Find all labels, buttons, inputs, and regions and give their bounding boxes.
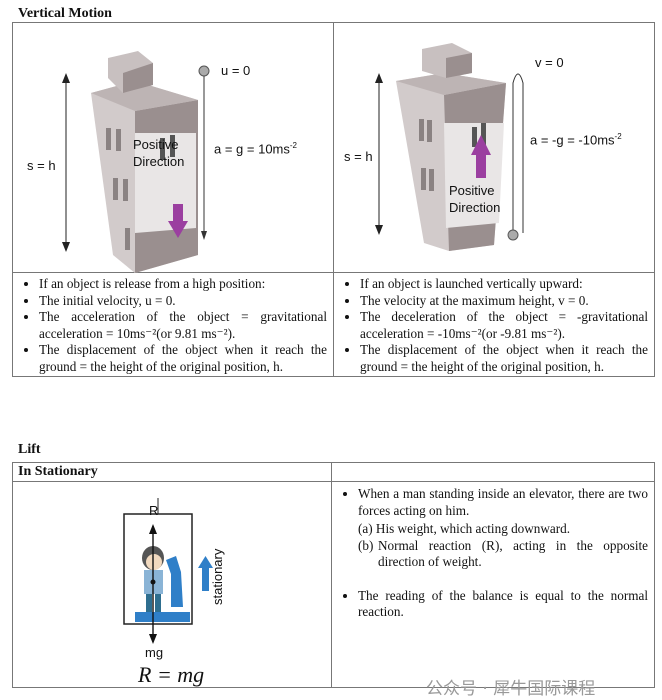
- list-item: The acceleration of the object = gravita…: [39, 309, 327, 342]
- acceleration-label: a = g = 10ms-2: [214, 141, 298, 157]
- list-item: The reading of the balance is equal to t…: [358, 588, 648, 621]
- building-illustration-launch: [375, 43, 524, 251]
- subheading-stationary: In Stationary: [18, 464, 98, 479]
- weight-label: mg: [145, 645, 164, 660]
- acceleration-label: a = -g = -10ms-2: [530, 132, 622, 148]
- list-item: If an object is launched vertically upwa…: [360, 276, 648, 293]
- launch-points: If an object is launched vertically upwa…: [334, 273, 654, 375]
- sub-b: (b)Normal reaction (R), acting in the op…: [358, 537, 648, 570]
- elevator-illustration: [123, 498, 213, 644]
- section-heading-vertical-motion: Vertical Motion: [18, 6, 112, 21]
- list-item: The initial velocity, u = 0.: [39, 293, 327, 310]
- list-item: The velocity at the maximum height, v = …: [360, 293, 648, 310]
- displacement-label: s = h: [344, 149, 373, 164]
- list-item: When a man standing inside an elevator, …: [358, 486, 648, 519]
- lift-explanation: When a man standing inside an elevator, …: [331, 481, 655, 699]
- reaction-label: R: [149, 503, 159, 518]
- final-velocity-label: v = 0: [535, 55, 564, 70]
- list-item: If an object is release from a high posi…: [39, 276, 327, 293]
- lift-diagram: R mg stationary R = mg: [12, 481, 332, 688]
- list-item: The displacement of the object when it r…: [39, 342, 327, 375]
- list-item: The displacement of the object when it r…: [360, 342, 648, 375]
- building-illustration-fall: [62, 51, 210, 273]
- displacement-label: s = h: [27, 158, 56, 173]
- sub-a: (a) His weight, which acting downward.: [358, 521, 571, 536]
- section-heading-lift: Lift: [18, 442, 41, 457]
- lift-table: In Stationary R mg stationary R = mg Whe…: [12, 462, 655, 699]
- equation: R = mg: [138, 662, 205, 687]
- stationary-label: stationary: [210, 548, 225, 605]
- free-fall-points: If an object is release from a high posi…: [13, 273, 333, 375]
- initial-velocity-label: u = 0: [221, 63, 251, 78]
- list-item: The deceleration of the object = -gravit…: [360, 309, 648, 342]
- watermark: 公众号 · 犀牛国际课程: [426, 679, 596, 699]
